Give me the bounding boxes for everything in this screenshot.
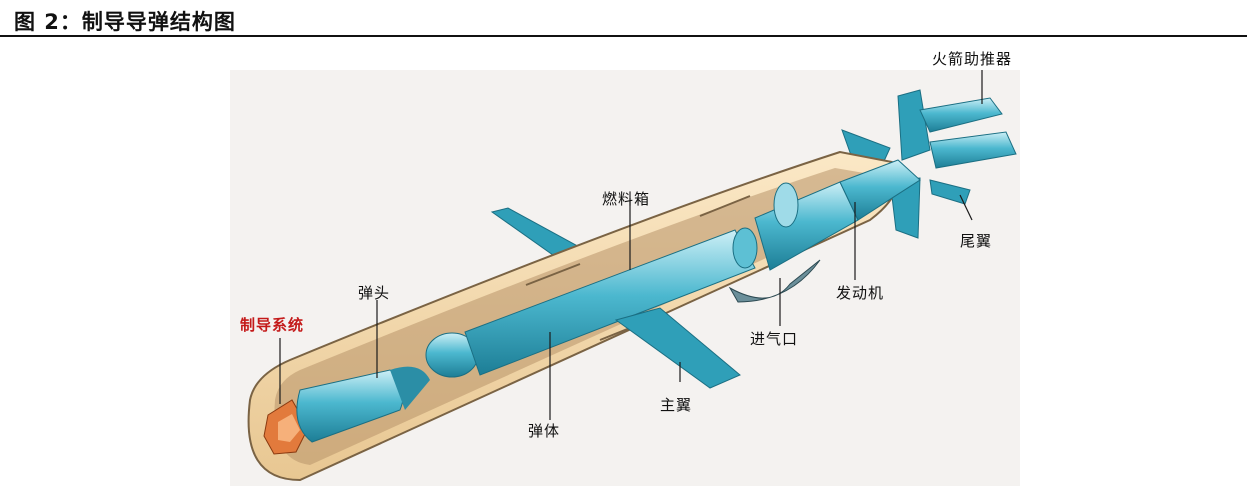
missile-illustration <box>230 70 1020 486</box>
title-divider <box>0 35 1247 37</box>
fuel-tank <box>464 229 756 376</box>
fuel-tank-end <box>732 227 758 269</box>
figure-title: 图 2：制导导弹结构图 <box>14 10 236 34</box>
bulkhead-2 <box>699 195 751 217</box>
label-main-wing: 主翼 <box>660 396 693 414</box>
guidance-highlight <box>278 414 300 442</box>
label-fuel-tank: 燃料箱 <box>602 190 651 208</box>
tail-fin-top <box>897 89 931 161</box>
label-air-inlet: 进气口 <box>750 330 799 348</box>
booster-tube-upper <box>919 97 1003 133</box>
label-warhead: 弹头 <box>358 284 391 302</box>
label-tail-wing: 尾翼 <box>960 232 993 250</box>
label-guidance-system: 制导系统 <box>240 316 305 334</box>
label-missile-body: 弹体 <box>528 422 561 440</box>
engine-nozzle <box>839 159 921 221</box>
air-inlet <box>728 259 821 303</box>
leader-lines <box>279 70 983 420</box>
missile-diagram: 火箭助推器 尾翼 发动机 进气口 燃料箱 主翼 弹头 制导系统 弹体 <box>230 50 1020 486</box>
bulkhead-1 <box>525 263 581 286</box>
label-booster: 火箭助推器 <box>932 50 1013 68</box>
main-wing-lower <box>614 307 741 389</box>
label-engine: 发动机 <box>836 284 885 302</box>
figure-header: 图 2：制导导弹结构图 <box>0 0 1247 38</box>
engine-fan <box>773 182 799 228</box>
warhead-cap <box>390 366 430 410</box>
tail-fin-right <box>929 179 971 205</box>
booster-tube-lower <box>929 131 1017 169</box>
